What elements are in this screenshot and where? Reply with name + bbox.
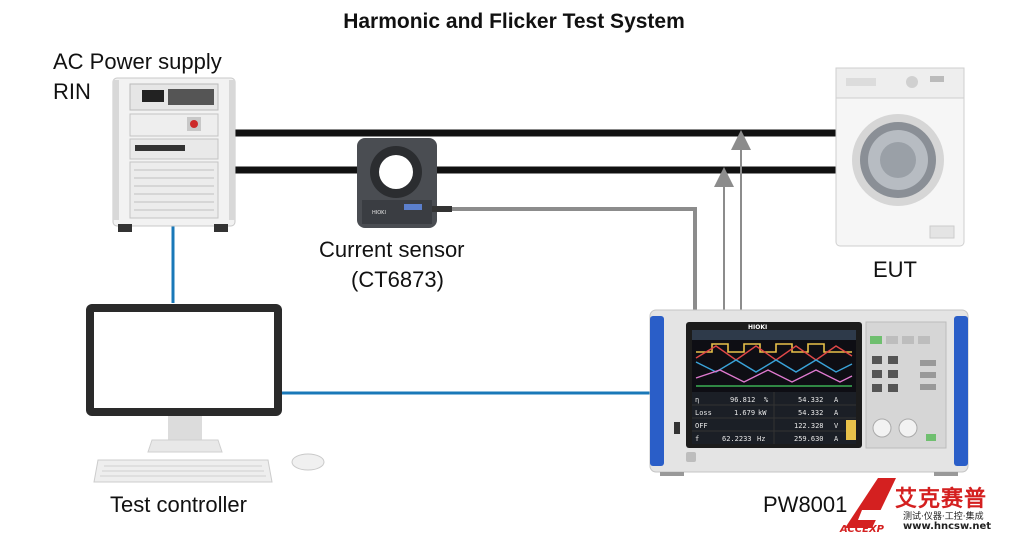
reading-label: f xyxy=(695,435,699,443)
power-analyzer-icon xyxy=(649,309,969,476)
reading-unit: % xyxy=(764,396,769,404)
reading-label: η xyxy=(695,396,699,404)
watermark-logo-text: ACCEXP xyxy=(839,524,885,535)
label-test-controller: Test controller xyxy=(110,492,247,517)
washing-machine-icon xyxy=(835,67,965,247)
reading-unit: Hz xyxy=(757,435,765,443)
watermark-brand: 艾克赛普 xyxy=(895,487,988,512)
watermark-logo-icon xyxy=(845,478,896,528)
mouse-icon xyxy=(291,453,325,471)
current-sensor-icon xyxy=(357,138,452,228)
ac-power-supply-icon xyxy=(112,77,236,232)
reading-value: 62.2233 xyxy=(722,435,752,443)
watermark-subtitle: 测试·仪器·工控·集成 xyxy=(903,512,984,522)
reading-unit-right: V xyxy=(834,422,839,430)
reading-unit-right: A xyxy=(834,396,839,404)
label-ct6873: (CT6873) xyxy=(351,267,444,292)
reading-value-right: 259.630 xyxy=(794,435,824,443)
label-current-sensor: Current sensor xyxy=(319,237,465,262)
reading-label: OFF xyxy=(695,422,708,430)
reading-unit: kW xyxy=(758,409,767,417)
monitor-icon xyxy=(86,304,282,453)
watermark-url: www.hncsw.net xyxy=(903,521,992,532)
label-ac-power-supply: AC Power supply xyxy=(53,49,222,74)
label-analyzer: PW8001 xyxy=(763,492,848,517)
diagram-title: Harmonic and Flicker Test System xyxy=(343,10,685,33)
reading-label: Loss xyxy=(695,409,712,417)
reading-value-right: 54.332 xyxy=(798,396,823,404)
reading-value-right: 122.328 xyxy=(794,422,824,430)
sensor-cable xyxy=(450,207,697,310)
label-rin: RIN xyxy=(53,79,91,104)
analyzer-readings: η 96.812 % Loss 1.679 kW OFF f 62.2233 H… xyxy=(695,396,839,443)
reading-unit-right: A xyxy=(834,409,839,417)
keyboard-icon xyxy=(93,459,273,483)
reading-unit-right: A xyxy=(834,435,839,443)
reading-value-right: 54.332 xyxy=(798,409,823,417)
sensor-brand: HIOKI xyxy=(372,210,386,216)
label-eut: EUT xyxy=(873,257,917,282)
analyzer-brand: HIOKI xyxy=(748,324,767,331)
reading-value: 96.812 xyxy=(730,396,755,404)
reading-value: 1.679 xyxy=(734,409,755,417)
